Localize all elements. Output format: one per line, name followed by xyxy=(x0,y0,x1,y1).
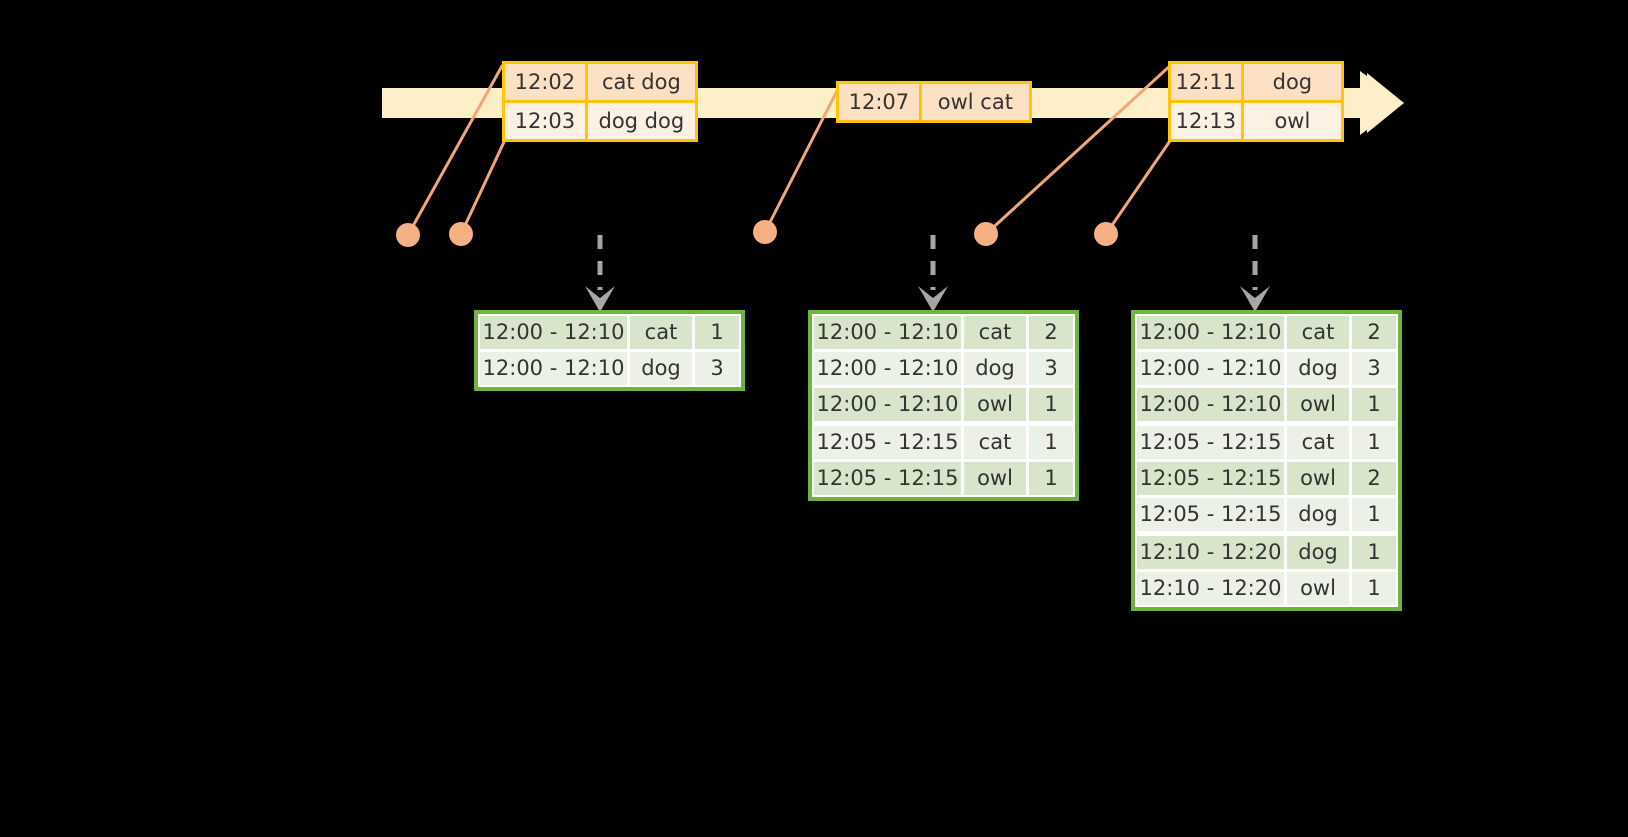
cell-word: dog xyxy=(630,352,692,385)
cell-word: cat xyxy=(1287,426,1349,459)
cell-window: 12:00 - 12:10 xyxy=(1137,316,1284,349)
cell-window: 12:00 - 12:10 xyxy=(814,352,961,385)
connector-5 xyxy=(1104,136,1174,236)
cell-count: 1 xyxy=(1352,498,1396,531)
event-dot-5 xyxy=(1094,222,1118,246)
cell-window: 12:00 - 12:10 xyxy=(814,388,961,421)
flow-arrow-3 xyxy=(1240,235,1270,312)
cell-window: 12:05 - 12:15 xyxy=(814,462,961,495)
event-words: owl xyxy=(1243,103,1341,139)
event-row: 12:13 owl xyxy=(1171,100,1341,139)
cell-word: owl xyxy=(964,462,1026,495)
connector-1 xyxy=(406,64,504,237)
cell-window: 12:05 - 12:15 xyxy=(1137,498,1284,531)
flow-arrow-head xyxy=(918,286,948,312)
event-box-group-3[interactable]: 12:11 dog 12:13 owl xyxy=(1168,61,1344,142)
event-box-group-2[interactable]: 12:07 owl cat xyxy=(836,81,1032,123)
cell-count: 1 xyxy=(1029,462,1073,495)
event-dot-3 xyxy=(753,220,777,244)
event-words: dog dog xyxy=(587,103,695,139)
cell-window: 12:10 - 12:20 xyxy=(1137,572,1284,605)
cell-count: 3 xyxy=(695,352,739,385)
event-time: 12:13 xyxy=(1171,103,1244,139)
cell-count: 1 xyxy=(1352,572,1396,605)
flow-arrow-2 xyxy=(918,235,948,312)
cell-count: 2 xyxy=(1029,316,1073,349)
cell-window: 12:05 - 12:15 xyxy=(814,426,961,459)
event-row: 12:11 dog xyxy=(1171,64,1341,100)
cell-word: owl xyxy=(964,388,1026,421)
cell-count: 3 xyxy=(1029,352,1073,385)
flow-arrow-1 xyxy=(585,235,615,312)
cell-word: owl xyxy=(1287,462,1349,495)
cell-word: dog xyxy=(964,352,1026,385)
connector-2 xyxy=(459,140,506,236)
event-words: cat dog xyxy=(587,64,695,100)
cell-word: owl xyxy=(1287,572,1349,605)
cell-count: 2 xyxy=(1352,462,1396,495)
event-time: 12:03 xyxy=(505,103,588,139)
cell-count: 1 xyxy=(1029,388,1073,421)
flow-arrow-head xyxy=(585,286,615,312)
cell-count: 1 xyxy=(1029,426,1073,459)
cell-window: 12:10 - 12:20 xyxy=(1137,536,1284,569)
cell-word: cat xyxy=(964,426,1026,459)
cell-word: cat xyxy=(630,316,692,349)
cell-word: cat xyxy=(1287,316,1349,349)
cell-window: 12:05 - 12:15 xyxy=(1137,462,1284,495)
cell-window: 12:00 - 12:10 xyxy=(1137,352,1284,385)
event-time: 12:02 xyxy=(505,64,588,100)
cell-word: cat xyxy=(964,316,1026,349)
cell-window: 12:00 - 12:10 xyxy=(480,352,627,385)
cell-count: 3 xyxy=(1352,352,1396,385)
flow-arrow-head xyxy=(1240,286,1270,312)
cell-word: dog xyxy=(1287,536,1349,569)
cell-window: 12:00 - 12:10 xyxy=(814,316,961,349)
event-dots xyxy=(396,220,1118,247)
event-time: 12:07 xyxy=(839,84,922,120)
cell-window: 12:00 - 12:10 xyxy=(480,316,627,349)
cell-count: 1 xyxy=(695,316,739,349)
event-dot-1 xyxy=(396,223,420,247)
flow-arrows xyxy=(585,235,1270,312)
event-dot-2 xyxy=(449,222,473,246)
cell-word: owl xyxy=(1287,388,1349,421)
event-row: 12:03 dog dog xyxy=(505,100,695,139)
cell-window: 12:00 - 12:10 xyxy=(1137,388,1284,421)
event-words: dog xyxy=(1243,64,1341,100)
event-row: 12:02 cat dog xyxy=(505,64,695,100)
cell-word: dog xyxy=(1287,352,1349,385)
cell-count: 2 xyxy=(1352,316,1396,349)
cell-count: 1 xyxy=(1352,426,1396,459)
event-words: owl cat xyxy=(921,84,1029,120)
cell-count: 1 xyxy=(1352,536,1396,569)
connector-3 xyxy=(763,83,842,234)
event-dot-4 xyxy=(974,222,998,246)
cell-window: 12:05 - 12:15 xyxy=(1137,426,1284,459)
event-box-group-1[interactable]: 12:02 cat dog 12:03 dog dog xyxy=(502,61,698,142)
cell-count: 1 xyxy=(1352,388,1396,421)
cell-word: dog xyxy=(1287,498,1349,531)
event-time: 12:11 xyxy=(1171,64,1244,100)
event-row: 12:07 owl cat xyxy=(839,84,1029,120)
